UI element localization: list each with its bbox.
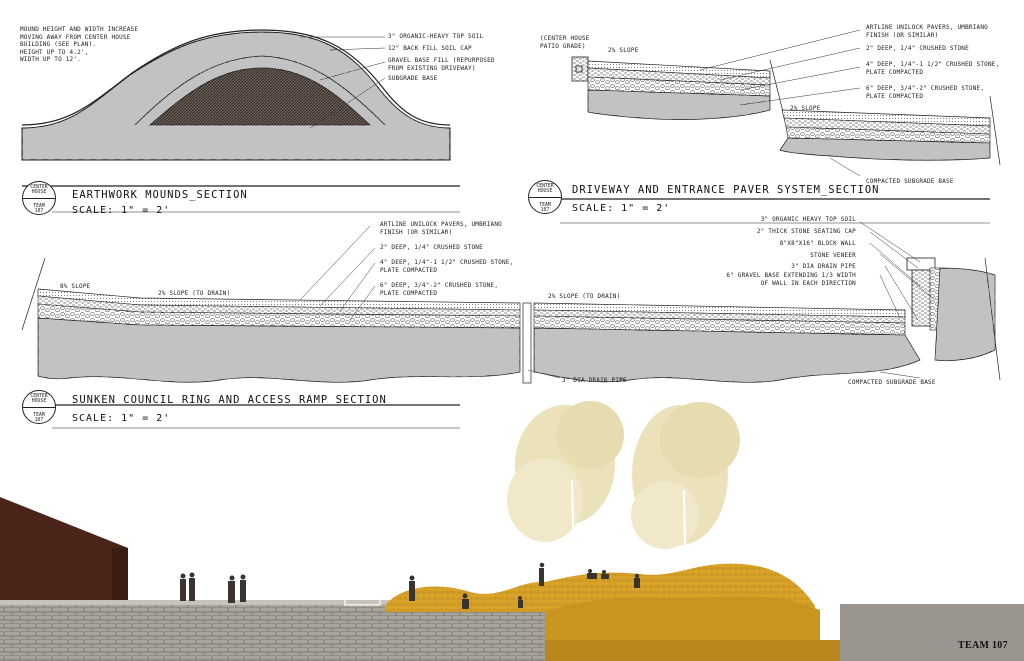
earthwork-badge: CENTER HOUSE TEAM 107 <box>22 181 56 215</box>
sunken-slope-8: 8% SLOPE <box>60 283 91 290</box>
driveway-label-stone-4in: 4" DEEP, 1/4"-1 1/2" CRUSHED STONE, PLAT… <box>866 61 1000 76</box>
sunken-label-stone-6in: 6" DEEP, 3/4"-2" CRUSHED STONE, PLATE CO… <box>380 282 499 297</box>
team-label: TEAM 107 <box>958 640 1008 651</box>
sunken-drain-label: 3" DIA DRAIN PIPE <box>562 377 627 384</box>
earthwork-title: EARTHWORK MOUNDS_SECTION <box>72 189 248 201</box>
sunken-scale: SCALE: 1" = 2' <box>72 413 171 424</box>
earthwork-left-note: MOUND HEIGHT AND WIDTH INCREASE MOVING A… <box>20 26 139 63</box>
sunken-slope-right: 2% SLOPE (TO DRAIN) <box>548 293 621 300</box>
tree-right <box>631 402 740 613</box>
car-left-icon <box>344 580 381 606</box>
earthwork-label-gravel: GRAVEL BASE FILL (REPURPOSED FROM EXISTI… <box>388 57 495 72</box>
sunken-label-gravel-base: 6" GRAVEL BASE EXTENDING 1/3 WIDTH OF WA… <box>726 272 856 287</box>
earthwork-mound-drawing <box>21 29 451 161</box>
badge-top-text: CENTER HOUSE <box>30 394 48 405</box>
badge-bottom-text: TEAM 107 <box>539 203 551 214</box>
sunken-label-stone-2in: 2" DEEP, 1/4" CRUSHED STONE <box>380 244 483 251</box>
driveway-label-stone-2in: 2" DEEP, 1/4" CRUSHED STONE <box>866 45 969 52</box>
sunken-label-pavers: ARTLINE UNILOCK PAVERS, UMBRIANO FINISH … <box>380 221 502 236</box>
earthwork-label-topsoil: 3" ORGANIC-HEAVY TOP SOIL <box>388 33 484 40</box>
sunken-label-topsoil: 3" ORGANIC HEAVY TOP SOIL <box>760 216 856 223</box>
driveway-scale: SCALE: 1" = 2' <box>572 203 671 214</box>
driveway-slope-top: 2% SLOPE <box>608 47 639 54</box>
car-right-icon <box>849 574 891 604</box>
earthwork-label-subgrade: SUBGRADE BASE <box>388 75 438 82</box>
tree-left <box>507 401 624 611</box>
driveway-slope-low: 2% SLOPE <box>790 105 821 112</box>
sunken-label-stone-4in: 4" DEEP, 1/4"-1 1/2" CRUSHED STONE, PLAT… <box>380 259 514 274</box>
driveway-badge: CENTER HOUSE TEAM 107 <box>528 180 562 214</box>
badge-top-text: CENTER HOUSE <box>536 184 554 195</box>
driveway-title: DRIVEWAY AND ENTRANCE PAVER SYSTEM_SECTI… <box>572 184 880 196</box>
earthwork-label-backfill: 12" BACK FILL SOIL CAP <box>388 45 472 52</box>
sunken-label-seating-cap: 2" THICK STONE SEATING CAP <box>756 228 856 235</box>
sunken-label-block-wall: 8"x8"x16" BLOCK WALL <box>779 240 856 247</box>
badge-bottom-text: TEAM 107 <box>33 204 45 215</box>
sunken-label-veneer: STONE VENEER <box>810 252 856 259</box>
driveway-center-note: (CENTER HOUSE PATIO GRADE) <box>540 35 590 50</box>
badge-bottom-text: TEAM 107 <box>33 413 45 424</box>
sunken-subgrade: COMPACTED SUBGRADE BASE <box>848 379 936 386</box>
earthwork-scale: SCALE: 1" = 2' <box>72 205 171 216</box>
sunken-slope-left: 2% SLOPE (TO DRAIN) <box>158 290 231 297</box>
driveway-drawing <box>571 29 1001 177</box>
sunken-badge: CENTER HOUSE TEAM 107 <box>22 390 56 424</box>
sunken-ring-drawing <box>21 221 1001 384</box>
driveway-label-pavers: ARTLINE UNILOCK PAVERS, UMBRIANO FINISH … <box>866 24 988 39</box>
people-figures <box>180 562 640 609</box>
driveway-label-stone-6in: 6" DEEP, 3/4"-2" CRUSHED STONE, PLATE CO… <box>866 85 985 100</box>
driveway-subgrade: COMPACTED SUBGRADE BASE <box>866 178 954 185</box>
sunken-label-drain: 3" DIA DRAIN PIPE <box>791 263 856 270</box>
badge-top-text: CENTER HOUSE <box>30 185 48 196</box>
landscape-elevation <box>0 401 1024 661</box>
sunken-title: SUNKEN COUNCIL RING AND ACCESS RAMP_SECT… <box>72 394 387 406</box>
